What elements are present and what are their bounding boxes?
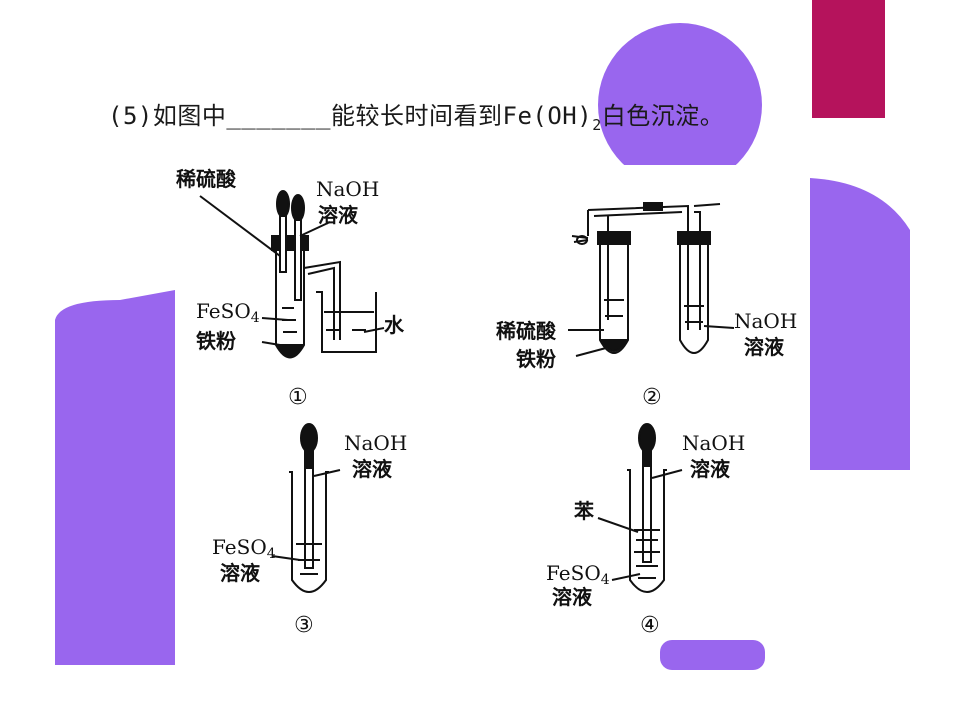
figure-1-apparatus [199,190,385,359]
fig4-naoh-label: NaOH [682,431,745,455]
fig2-naoh-label: NaOH [734,309,797,333]
question-subscript: 2 [592,116,602,134]
fig2-iron-label: 铁粉 [516,347,556,371]
fig4-feso4-label: FeSO4 [546,561,610,588]
fig1-feso4-label: FeSO4 [196,299,260,326]
figure-2-apparatus [568,202,735,357]
fig3-feso4-solution-label: 溶液 [220,561,261,585]
fig3-naoh-label: NaOH [344,431,407,455]
fig4-naoh-solution-label: 溶液 [690,457,731,481]
deco-right-shape [810,178,910,470]
fig2-number: ② [642,385,662,410]
fig4-feso4-solution-label: 溶液 [552,585,593,609]
fig1-water-label: 水 [384,313,405,337]
fig2-naoh-solution-label: 溶液 [744,335,785,359]
fig4-feso4-base: FeSO [546,561,601,585]
fig1-number: ① [288,385,308,410]
answer-blank[interactable]: _______ [226,102,332,130]
figure-3-apparatus [271,423,341,593]
fig2-acid-label: 稀硫酸 [496,319,557,343]
figure-4-apparatus [597,423,683,593]
deco-circle [598,23,762,187]
deco-left-shape [55,290,175,665]
question-text: (5)如图中_______能较长时间看到Fe(OH)2白色沉淀。 [108,96,725,134]
fig3-number: ③ [294,613,314,638]
question-prefix: (5)如图中 [108,102,227,130]
fig1-feso4-base: FeSO [196,299,251,323]
fig1-acid-label: 稀硫酸 [176,167,237,191]
fig1-naoh-solution-label: 溶液 [318,203,359,227]
fig1-iron-label: 铁粉 [196,329,236,353]
fig4-number: ④ [640,613,660,638]
deco-bottom-bar [660,640,765,670]
fig3-feso4-sub: 4 [267,546,276,562]
question-suffix: 白色沉淀。 [601,102,725,130]
fig3-naoh-solution-label: 溶液 [352,457,393,481]
fig3-feso4-label: FeSO4 [212,535,276,562]
fig3-feso4-base: FeSO [212,535,267,559]
fig4-feso4-sub: 4 [601,572,610,588]
question-middle: 能较长时间看到Fe(OH) [331,102,593,130]
fig1-feso4-sub: 4 [251,310,260,326]
fig4-benzene-label: 苯 [573,499,594,523]
deco-magenta-tab [812,0,885,118]
fig1-naoh-label: NaOH [316,177,379,201]
